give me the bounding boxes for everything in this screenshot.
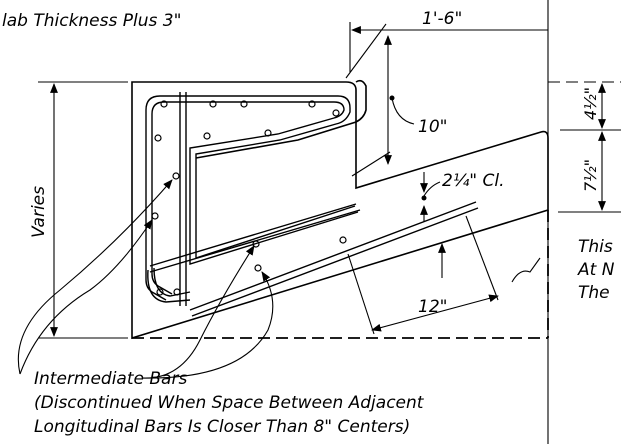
dimension-12in: 12" <box>347 215 499 335</box>
longitudinal-bars <box>151 100 347 296</box>
dim-18in-label: 1'-6" <box>422 9 462 29</box>
dim-12in-label: 12" <box>418 297 447 317</box>
dimension-varies: Varies <box>29 81 128 339</box>
clearance-label: 2¼" Cl. <box>442 171 505 191</box>
right-note-line-2: At N <box>577 260 615 280</box>
intermediate-bars-leaders <box>17 179 274 379</box>
right-note-line-3: The <box>578 283 610 303</box>
concrete-section-outline <box>131 81 549 340</box>
discontinued-note-line-2: Longitudinal Bars Is Closer Than 8" Cent… <box>34 417 410 437</box>
intermediate-bars-label: Intermediate Bars <box>34 369 187 389</box>
discontinued-note-line-1: (Discontinued When Space Between Adjacen… <box>34 393 425 413</box>
stirrup-bar-inner <box>151 101 359 295</box>
dim-10in-label: 10" <box>418 117 447 137</box>
clearance-callout: 2¼" Cl. <box>420 171 505 222</box>
dimension-10in: 10" <box>345 23 447 177</box>
stirrup-bar <box>145 95 356 301</box>
slab-thickness-note: lab Thickness Plus 3" <box>2 11 181 31</box>
top-mat-bar <box>189 201 479 317</box>
right-note: This At N The <box>511 237 615 303</box>
stirrup-hook <box>147 267 191 303</box>
dim-4-5in-label: 4½" <box>581 87 600 120</box>
right-note-line-1: This <box>578 237 613 257</box>
varies-label: Varies <box>29 186 49 238</box>
dim-7-5in-label: 7½" <box>581 159 600 192</box>
dimension-top: 1'-6" <box>349 9 548 72</box>
dimension-right: 4½" 7½" <box>548 81 621 213</box>
barrier-top-surface <box>195 79 367 159</box>
